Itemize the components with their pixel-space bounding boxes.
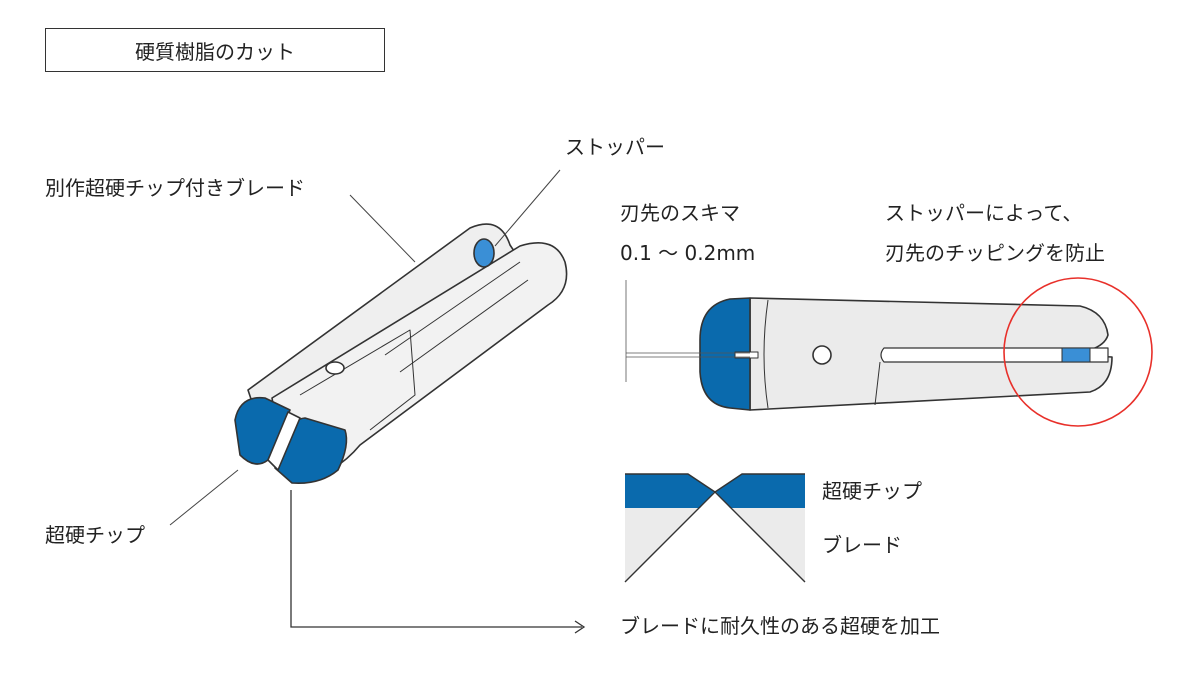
arrow-connector xyxy=(290,490,586,634)
page-title: 硬質樹脂のカット xyxy=(135,39,295,64)
blade-slot xyxy=(384,261,529,373)
side-carbide-nose xyxy=(699,297,751,411)
chip-label: 超硬チップ xyxy=(45,523,145,547)
leader-lines-left xyxy=(169,169,561,526)
nipper-side-view xyxy=(699,297,1113,411)
gap-title-label: 刃先のスキマ xyxy=(620,201,740,225)
arrow-note-label: ブレードに耐久性のある超硬を加工 xyxy=(620,614,940,638)
pivot-hole xyxy=(325,361,345,375)
cross-section-legend xyxy=(624,473,806,583)
nipper-perspective xyxy=(234,223,568,485)
side-edge-gap xyxy=(734,351,759,359)
gap-dimension xyxy=(625,280,750,382)
section-left-chip xyxy=(625,474,714,508)
legend-chip-label: 超硬チップ xyxy=(822,479,922,503)
stopper-note-line2: 刃先のチッピングを防止 xyxy=(885,241,1105,265)
stopper-pin xyxy=(473,238,495,268)
bevel-line xyxy=(299,329,416,431)
section-outline-right xyxy=(714,473,806,583)
stopper-label: ストッパー xyxy=(565,135,665,159)
side-pivot xyxy=(812,345,832,365)
legend-blade-label: ブレード xyxy=(822,533,902,557)
chip-gap xyxy=(267,411,301,471)
side-stopper xyxy=(1061,347,1091,363)
title-box: 硬質樹脂のカット xyxy=(45,28,385,72)
stopper-note-line1: ストッパーによって、 xyxy=(885,201,1083,225)
gap-value-label: 0.1 〜 0.2mm xyxy=(620,241,756,265)
section-right-chip xyxy=(716,474,805,508)
highlight-circle xyxy=(1003,277,1153,427)
section-outline-left xyxy=(624,473,716,583)
blade-with-chip-label: 別作超硬チップ付きブレード xyxy=(45,176,305,200)
side-contour xyxy=(763,299,881,409)
